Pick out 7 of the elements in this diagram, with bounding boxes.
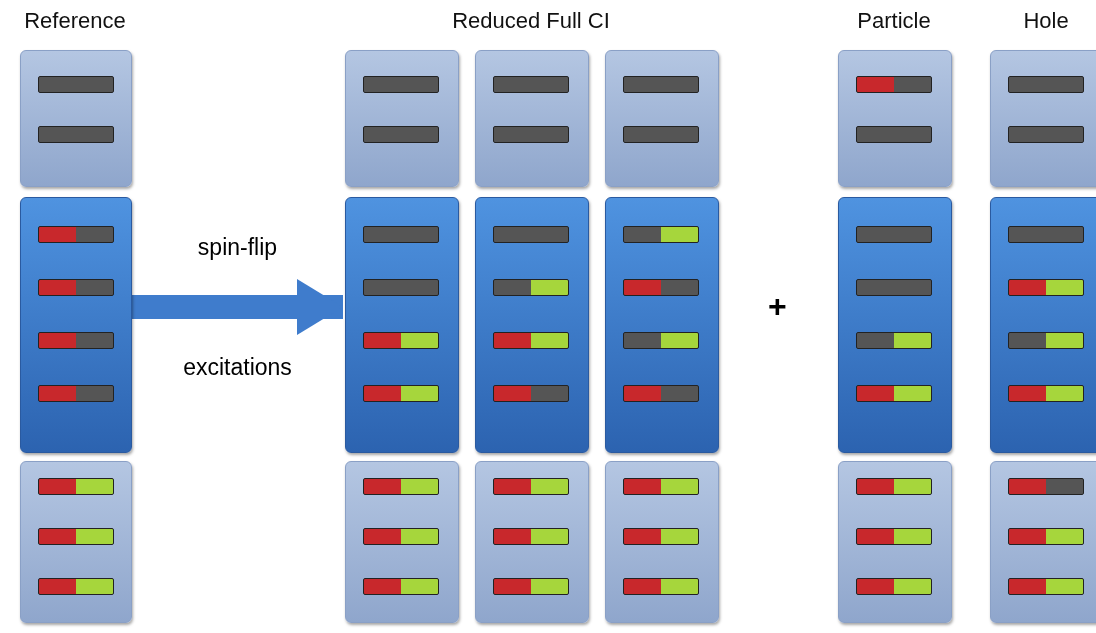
- column-title: Hole: [1022, 8, 1070, 34]
- edge-label: spin-flip excitations: [182, 233, 293, 382]
- column-title: Reduced Full CI: [451, 8, 611, 34]
- plus-sign: +: [768, 288, 787, 325]
- column-title: Reference: [23, 8, 127, 34]
- column-title: Particle: [856, 8, 932, 34]
- arrow: [132, 279, 343, 335]
